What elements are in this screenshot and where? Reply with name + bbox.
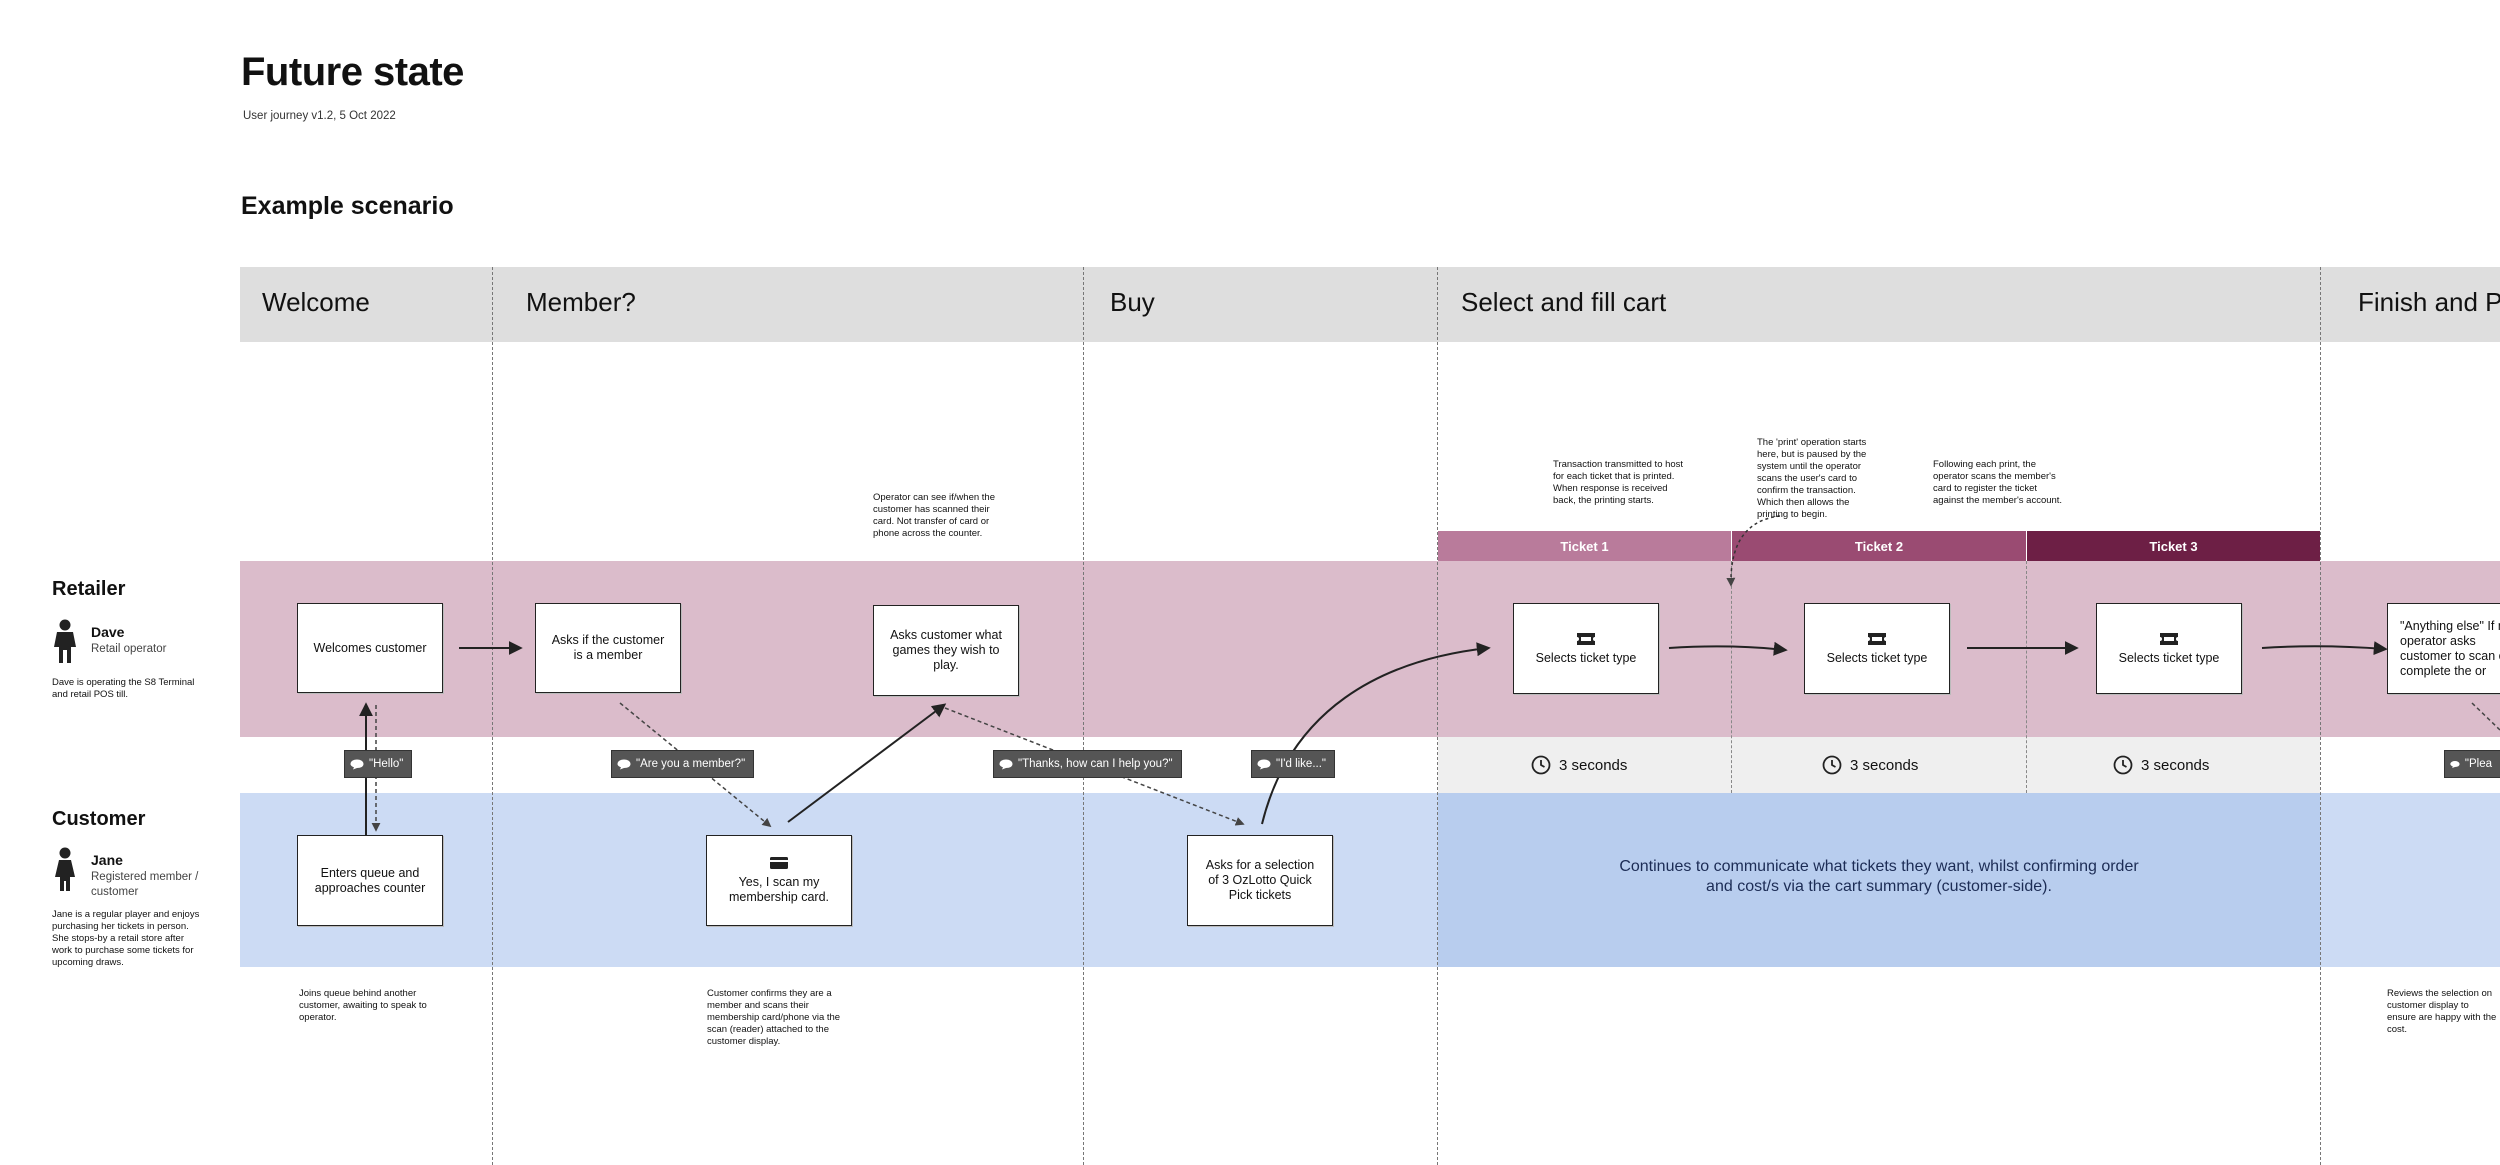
person-icon: [54, 619, 76, 663]
cart-summary-band: [1438, 793, 2320, 967]
speech-hello-text: "Hello": [369, 758, 404, 770]
retailer-description: Dave is operating the S8 Terminal and re…: [52, 677, 195, 700]
step-asks-selection[interactable]: Asks for a selection of 3 OzLotto Quick …: [1187, 835, 1333, 926]
duration-ticket-3: 3 seconds: [2113, 748, 2209, 782]
speech-id-like-text: "I'd like...": [1276, 758, 1326, 770]
step-scan-membership[interactable]: Yes, I scan my membership card.: [706, 835, 852, 926]
ticket-divider: [1731, 561, 1732, 793]
speech-bubble-icon: [617, 759, 631, 769]
note-print-paused: The 'print' operation starts here, but i…: [1757, 437, 1867, 520]
stage-divider: [1083, 267, 1084, 1165]
card-icon: [770, 857, 788, 869]
speech-bubble-icon: [350, 759, 364, 769]
speech-are-you-member: "Are you a member?": [611, 750, 755, 778]
customer-description: Jane is a regular player and enjoys purc…: [52, 909, 200, 968]
retailer-role: Retail operator: [91, 643, 167, 655]
duration-ticket-2: 3 seconds: [1822, 748, 1918, 782]
ticket-icon: [1868, 632, 1886, 645]
duration-band: [1438, 737, 2320, 793]
speech-please-text: "Plea: [2464, 758, 2492, 770]
clock-icon: [1531, 755, 1551, 775]
stage-divider: [2320, 267, 2321, 1165]
note-following-print: Following each print, the operator scans…: [1933, 459, 2063, 506]
stage-welcome: Welcome: [262, 287, 370, 317]
scenario-heading: Example scenario: [241, 192, 454, 220]
retailer-title: Retailer: [52, 578, 126, 600]
duration-ticket-2-text: 3 seconds: [1850, 756, 1919, 774]
step-asks-games[interactable]: Asks customer what games they wish to pl…: [873, 605, 1019, 696]
note-confirms-member: Customer confirms they are a member and …: [707, 988, 841, 1047]
stage-header-band: [240, 267, 2500, 342]
step-select-ticket-2[interactable]: Selects ticket type: [1804, 603, 1950, 694]
retailer-name: Dave: [91, 624, 125, 640]
stage-divider: [492, 267, 493, 1165]
step-select-ticket-2-label: Selects ticket type: [1826, 650, 1928, 665]
step-welcomes-customer[interactable]: Welcomes customer: [297, 603, 443, 693]
speech-bubble-icon: [999, 759, 1013, 769]
clock-icon: [2113, 755, 2133, 775]
speech-id-like: "I'd like...": [1251, 750, 1335, 778]
ticket-icon: [2160, 632, 2178, 645]
note-joins-queue: Joins queue behind another customer, awa…: [299, 988, 427, 1023]
speech-hello: "Hello": [344, 750, 413, 778]
step-asks-member[interactable]: Asks if the customer is a member: [535, 603, 681, 693]
step-select-ticket-3-label: Selects ticket type: [2118, 650, 2220, 665]
step-scan-membership-label: Yes, I scan my membership card.: [728, 875, 830, 904]
stage-finish: Finish and P: [2358, 287, 2500, 317]
clock-icon: [1822, 755, 1842, 775]
speech-how-can-i-help-text: "Thanks, how can I help you?": [1018, 758, 1173, 770]
speech-are-you-member-text: "Are you a member?": [636, 758, 746, 770]
ticket-icon: [1577, 632, 1595, 645]
stage-member: Member?: [526, 287, 636, 317]
duration-ticket-3-text: 3 seconds: [2141, 756, 2210, 774]
duration-ticket-1: 3 seconds: [1531, 748, 1627, 782]
step-finish[interactable]: "Anything else" If n operator asks custo…: [2387, 603, 2500, 694]
stage-buy: Buy: [1110, 287, 1155, 317]
ticket-3-header: Ticket 3: [2027, 531, 2320, 561]
speech-how-can-i-help: "Thanks, how can I help you?": [993, 750, 1182, 778]
note-operator-scan: Operator can see if/when the customer ha…: [873, 492, 995, 539]
customer-title: Customer: [52, 808, 146, 830]
page-title: Future state: [241, 50, 464, 94]
stage-select-fill-cart: Select and fill cart: [1461, 287, 1667, 317]
stage-divider: [1437, 267, 1438, 1165]
ticket-divider: [2026, 561, 2027, 793]
page-subtitle: User journey v1.2, 5 Oct 2022: [243, 110, 396, 122]
step-select-ticket-1-label: Selects ticket type: [1535, 650, 1637, 665]
person-icon: [55, 847, 75, 891]
step-select-ticket-1[interactable]: Selects ticket type: [1513, 603, 1659, 694]
speech-bubble-icon: [2450, 760, 2460, 768]
duration-ticket-1-text: 3 seconds: [1559, 756, 1628, 774]
customer-name: Jane: [91, 852, 123, 868]
speech-please: "Plea: [2444, 750, 2500, 778]
ticket-2-header: Ticket 2: [1732, 531, 2026, 561]
note-reviews: Reviews the selection on customer displa…: [2387, 988, 2497, 1035]
step-enters-queue[interactable]: Enters queue and approaches counter: [297, 835, 443, 926]
ticket-1-header: Ticket 1: [1438, 531, 1731, 561]
customer-role: Registered member / customer: [91, 871, 199, 898]
note-transaction: Transaction transmitted to host for each…: [1553, 459, 1684, 506]
cart-summary-text: Continues to communicate what tickets th…: [1619, 858, 2139, 895]
step-select-ticket-3[interactable]: Selects ticket type: [2096, 603, 2242, 694]
speech-bubble-icon: [1257, 759, 1271, 769]
